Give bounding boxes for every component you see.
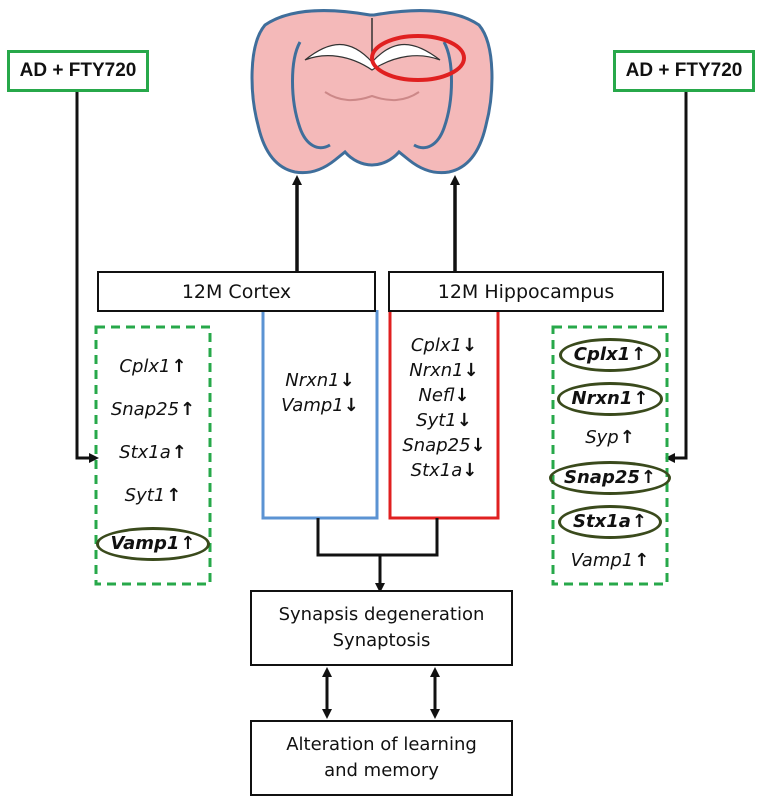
up-arrow-icon: ↑ [631,510,647,532]
synapsis-line-2: Synaptosis [332,630,431,651]
corpus-callosum [304,43,441,71]
learning-line-1: Alteration of learning [286,734,477,755]
gene-name: Cplx1 [410,335,462,356]
gene-item: Vamp1↑ [95,526,211,561]
cortex-header: 12M Cortex [97,271,376,312]
learning-line-2: and memory [324,760,439,781]
learning-memory-box: Alteration of learning and memory [250,720,513,796]
left-treatment-arrow [75,90,99,463]
up-arrow-icon: ↑ [633,388,649,410]
gene-name: Cplx1 [573,344,631,366]
down-arrow-icon: ↓ [456,410,472,431]
down-arrow-icon: ↓ [470,435,486,456]
brain-lower-structures [324,91,420,102]
gene-name: Vamp1 [281,395,344,416]
brain-illustration [250,9,494,175]
gene-name: Syt1 [124,484,166,506]
gene-name: Vamp1 [570,549,634,571]
up-arrow-icon: ↑ [171,441,187,463]
synapsis-degeneration-box: Synapsis degeneration Synaptosis [250,590,513,666]
gene-name: Syt1 [416,410,457,431]
left-gene-list: Cplx1↑Snap25↑Stx1a↑Syt1↑Vamp1↑ [95,345,211,570]
gene-item: Snap25↓ [402,433,485,458]
gene-name: Stx1a [410,460,463,481]
merge-connector [316,518,439,557]
gene-item: Snap25↑ [549,460,671,495]
gene-name: Stx1a [573,510,631,532]
gene-name: Nrxn1 [285,370,340,391]
gene-item: Vamp1↑ [571,549,650,573]
down-arrow-icon: ↓ [462,460,478,481]
gene-name: Syp [585,427,619,449]
up-arrow-icon: ↑ [619,427,635,449]
gene-item: Syt1↓ [416,408,472,433]
gene-name: Vamp1 [110,532,180,554]
gene-item: Cplx1↑ [119,355,186,379]
right-gene-box [551,325,669,586]
gene-name: Cplx1 [119,355,171,377]
gene-name: Nefl [418,385,455,406]
gene-item: Nrxn1↓ [285,368,354,393]
down-arrow-icon: ↓ [462,335,478,356]
up-arrow-icon: ↑ [180,532,196,554]
right-gene-list: Cplx1↑Nrxn1↑Syp↑Snap25↑Stx1a↑Vamp1↑ [549,333,671,578]
hippocampus-gene-box [388,310,500,520]
right-treatment-label: AD + FTY720 [613,50,755,92]
down-arrow-icon: ↓ [343,395,359,416]
down-arrow-icon: ↓ [454,385,470,406]
up-arrow-icon: ↑ [640,466,656,488]
up-arrow-icon: ↑ [180,398,196,420]
cortex-gene-box [261,310,379,520]
hippocampus-gene-list: Cplx1↓Nrxn1↓Nefl↓Syt1↓Snap25↓Stx1a↓ [391,333,497,493]
down-arrow-icon: ↓ [463,360,479,381]
hippocampus-marker [370,34,466,82]
cortex-gene-list: Nrxn1↓Vamp1↓ [264,368,376,426]
up-arrow-icon: ↑ [634,549,650,571]
gene-name: Nrxn1 [571,388,633,410]
gene-name: Snap25 [110,398,180,420]
brain-outline [250,9,494,175]
hippocampus-header: 12M Hippocampus [388,271,664,312]
gene-name: Snap25 [564,466,640,488]
down-arrow-icon: ↓ [339,370,355,391]
gene-item: Snap25↑ [111,398,195,422]
cortex-outline [291,41,453,150]
gene-item: Stx1a↑ [119,441,187,465]
left-treatment-label: AD + FTY720 [7,50,149,92]
gene-name: Stx1a [119,441,171,463]
gene-item: Syp↑ [585,426,635,450]
gene-item: Cplx1↓ [411,333,477,358]
left-gene-box [94,325,212,586]
up-arrow-icon: ↑ [631,344,647,366]
gene-item: Stx1a↑ [558,504,662,539]
gene-item: Nrxn1↓ [409,358,478,383]
gene-item: Cplx1↑ [558,338,662,373]
gene-item: Vamp1↓ [281,393,359,418]
gene-item: Syt1↑ [125,484,182,508]
gene-item: Stx1a↓ [411,458,478,483]
right-treatment-arrow [665,90,688,463]
gene-item: Nrxn1↑ [556,382,664,417]
up-arrow-icon: ↑ [171,355,187,377]
gene-name: Snap25 [402,435,471,456]
synapsis-line-1: Synapsis degeneration [278,604,485,625]
up-arrow-icon: ↑ [166,484,182,506]
gene-name: Nrxn1 [409,360,464,381]
gene-item: Nefl↓ [418,383,469,408]
